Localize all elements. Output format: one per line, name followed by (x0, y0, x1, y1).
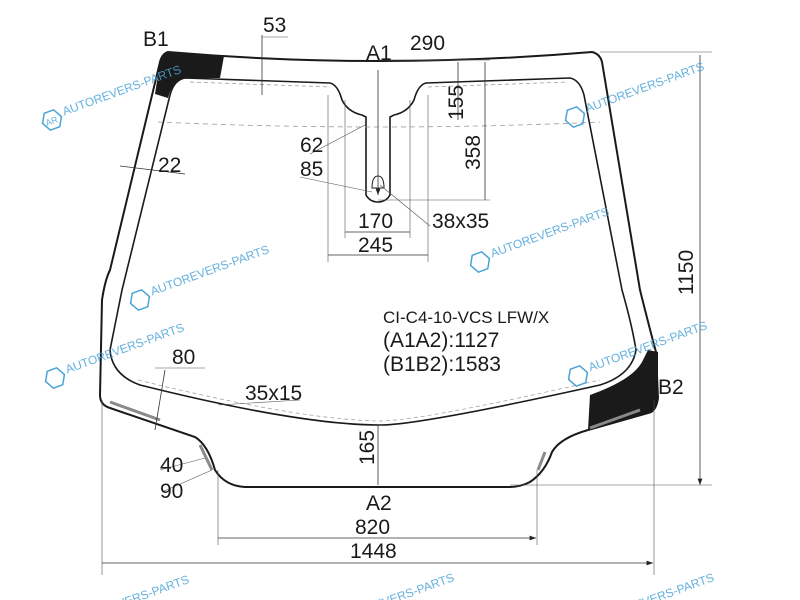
inner-dashed-line (137, 81, 601, 422)
frit-corner-b2 (588, 350, 658, 430)
point-a1-label: A1 (366, 42, 392, 65)
dim-40: 40 (160, 454, 183, 477)
point-b1-label: B1 (143, 28, 169, 51)
point-a2-label: A2 (366, 492, 392, 515)
dim-sensor: 38x35 (432, 210, 489, 233)
dimension-lines (101, 35, 712, 575)
dim-mirror-top: 155 (445, 85, 468, 120)
watermark: AUTOREVERS-PARTS (333, 570, 456, 600)
watermark-text: AUTOREVERS-PARTS (333, 570, 456, 600)
watermark-logo: AR (44, 114, 60, 128)
diagonal-b: (B1B2):1583 (383, 353, 501, 376)
frit-corner-b1 (155, 52, 224, 98)
dim-170: 170 (358, 210, 393, 233)
watermark-text: AUTOREVERS-PARTS (593, 570, 716, 600)
dim-bottom-width: 820 (355, 516, 390, 539)
dim-245: 245 (358, 234, 393, 257)
diagonal-a: (A1A2):1127 (383, 329, 499, 352)
dim-165: 165 (356, 430, 379, 465)
dim-total-width: 1448 (350, 540, 397, 563)
watermark-text: AUTOREVERS-PARTS (68, 572, 191, 600)
inner-outline (109, 77, 637, 426)
shade-band-line (157, 121, 601, 128)
dim-mirror-width: 290 (410, 32, 445, 55)
dim-85: 85 (300, 158, 323, 181)
part-code: CI-C4-10-VCS LFW/X (383, 308, 549, 327)
watermark: AUTOREVERS-PARTS (68, 572, 191, 600)
point-b2-label: B2 (658, 376, 684, 399)
dim-total-height: 1150 (675, 250, 698, 295)
dim-side-band: 22 (158, 154, 181, 177)
glass-outline (98, 50, 660, 488)
dim-80: 80 (172, 346, 195, 369)
dim-62: 62 (300, 134, 323, 157)
dim-notch: 35x15 (245, 382, 302, 405)
dim-mirror-height: 358 (462, 135, 485, 170)
watermark: AUTOREVERS-PARTS (593, 570, 716, 600)
dim-top-band: 53 (263, 14, 286, 37)
seal-strips (109, 400, 641, 471)
dim-90: 90 (160, 480, 183, 503)
